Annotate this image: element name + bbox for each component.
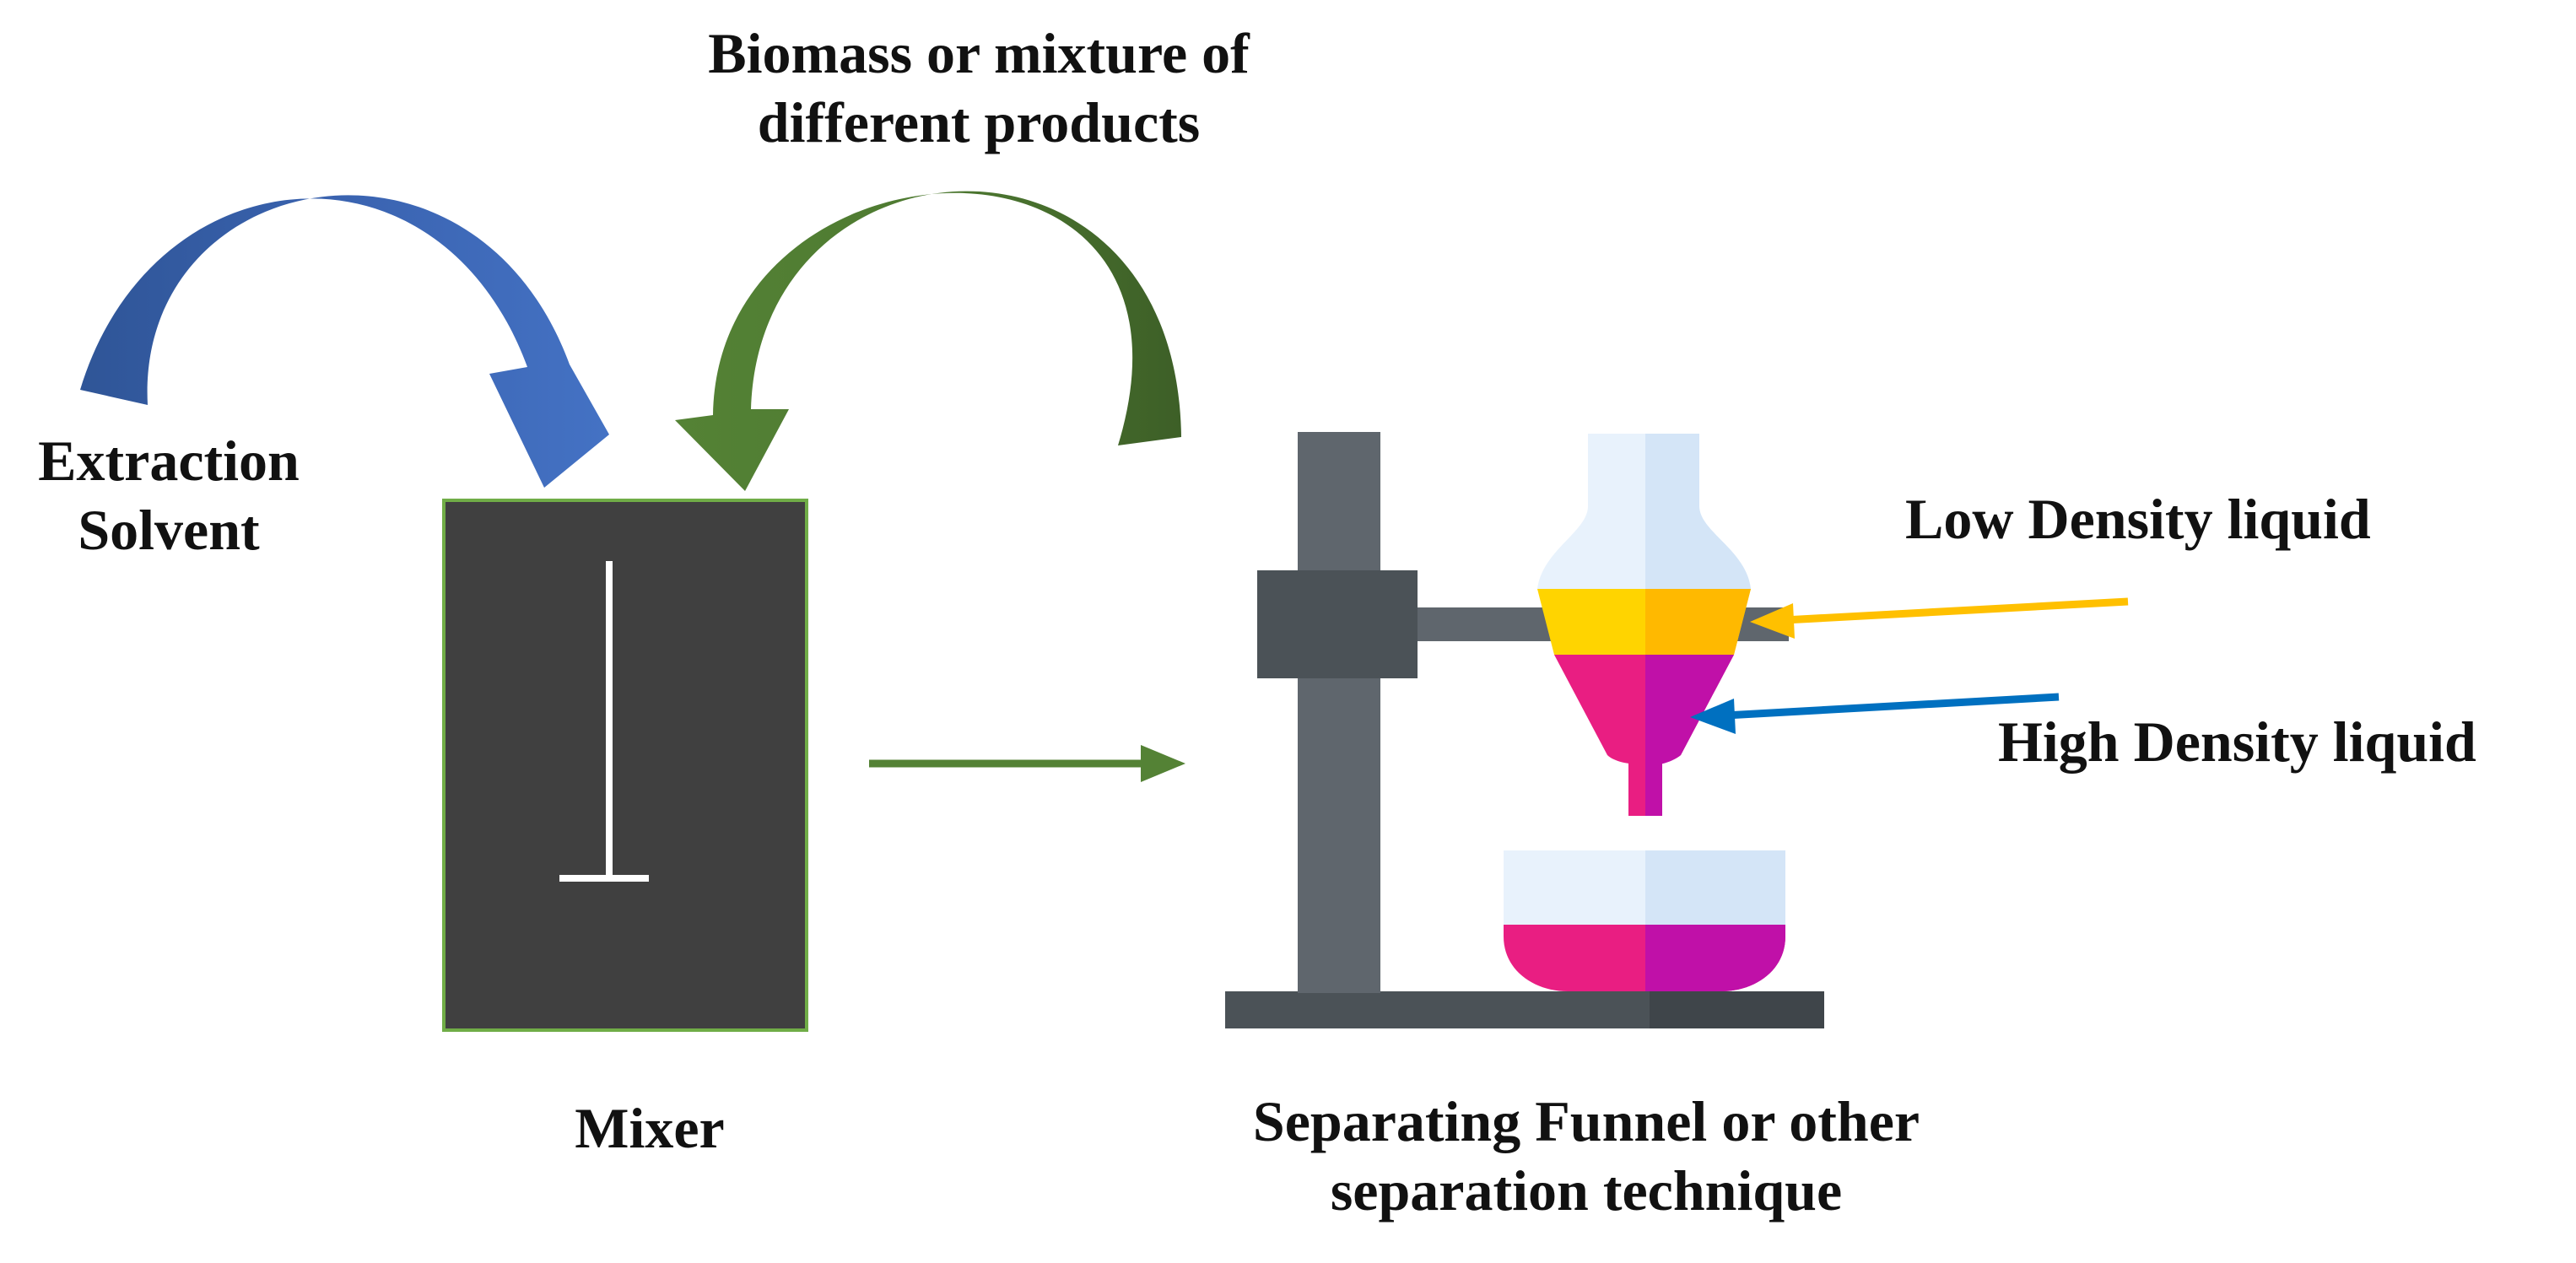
biomass-label-line2: different products <box>757 90 1201 154</box>
low-density-label: Low Density liquid <box>1905 487 2371 551</box>
separating-funnel-icon <box>1537 434 1751 816</box>
biomass-label: Biomass or mixture of different products <box>591 19 1367 157</box>
low-density-pointer-arrow-icon <box>1750 597 2129 639</box>
extraction-solvent-label-line1: Extraction <box>38 429 300 493</box>
high-density-label: High Density liquid <box>1998 710 2476 774</box>
biomass-curved-arrow-icon <box>675 191 1181 491</box>
lab-stand-icon <box>1225 432 1824 1028</box>
beaker-icon <box>1504 850 1785 991</box>
separating-funnel-label-line2: separation technique <box>1330 1158 1843 1223</box>
mixer-label: Mixer <box>575 1096 725 1160</box>
extraction-solvent-label: Extraction Solvent <box>0 426 338 564</box>
biomass-label-line1: Biomass or mixture of <box>708 21 1250 85</box>
separating-funnel-label-line1: Separating Funnel or other <box>1252 1089 1920 1153</box>
high-density-pointer-arrow-icon <box>1690 693 2060 734</box>
extraction-solvent-label-line2: Solvent <box>78 498 260 562</box>
stirrer-icon <box>559 561 649 882</box>
solvent-curved-arrow-icon <box>80 195 609 488</box>
mixer-box <box>442 499 808 1032</box>
separating-funnel-label: Separating Funnel or other separation te… <box>1131 1087 2042 1225</box>
mixer-to-funnel-arrow-icon <box>869 745 1185 782</box>
